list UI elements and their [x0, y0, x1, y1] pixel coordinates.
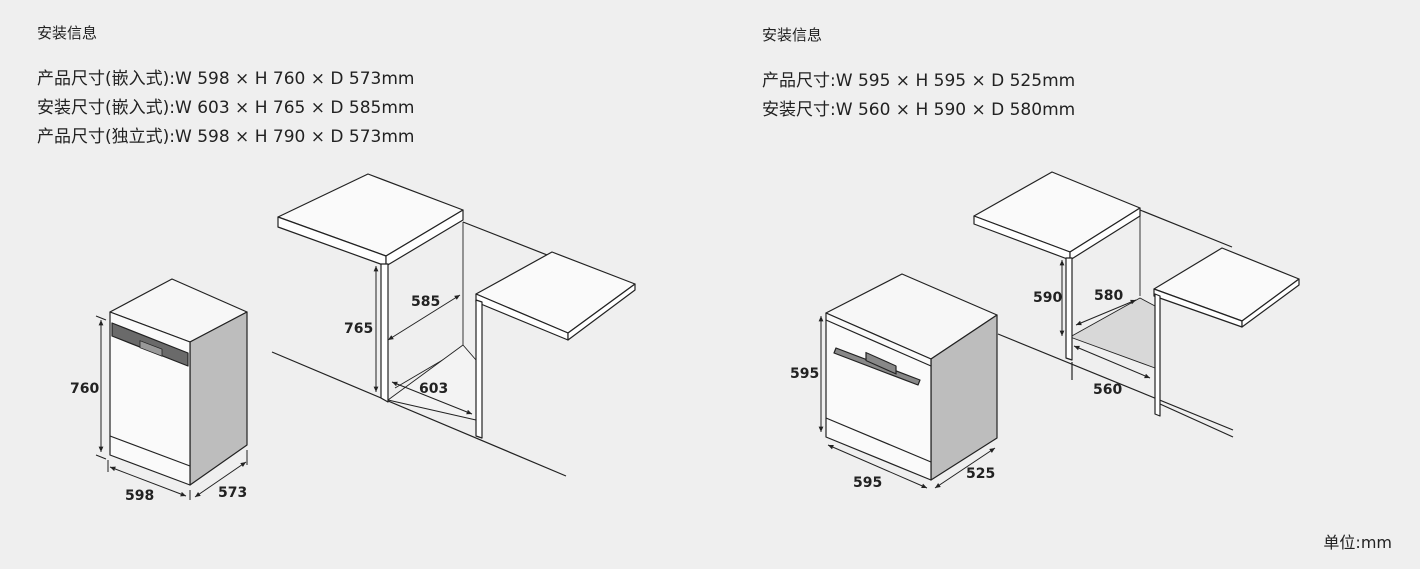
right-niche-height-label: 590: [1033, 290, 1062, 306]
right-niche-depth-label: 580: [1094, 288, 1123, 304]
left-info-block: 安装信息 产品尺寸(嵌入式):W 598 × H 760 × D 573mm 安…: [37, 22, 414, 152]
left-spec-install-builtin: 安装尺寸(嵌入式):W 603 × H 765 × D 585mm: [37, 98, 415, 118]
bi-display: [865, 351, 897, 375]
left-niche-width-label: 603: [419, 381, 448, 397]
left-product-depth-label: 573: [218, 485, 247, 501]
kick-plate-line: [109, 435, 191, 467]
left-freestanding-dishwasher: [109, 278, 248, 486]
display-window: [139, 340, 163, 357]
right-builtin-dishwasher: [825, 273, 998, 481]
left-cabinet-side: [380, 263, 389, 403]
dishwasher-side: [189, 311, 248, 486]
right-product-depth-label: 525: [966, 466, 995, 482]
left-product-dim-lines: [95, 315, 248, 500]
right-niche-width-label: 560: [1093, 382, 1122, 398]
right-info-block: 安装信息 产品尺寸:W 595 × H 595 × D 525mm 安装尺寸:W…: [762, 24, 1075, 125]
left-heading: 安装信息: [37, 24, 98, 42]
left-counter-top: [277, 173, 464, 257]
right-niche: [973, 171, 1300, 438]
r-right-counter-top: [1153, 247, 1300, 322]
left-spec-product-builtin: 产品尺寸(嵌入式):W 598 × H 760 × D 573mm: [37, 69, 415, 89]
left-niche-dim-lines: [373, 266, 473, 415]
right-spec-product: 产品尺寸:W 595 × H 595 × D 525mm: [762, 71, 1076, 91]
r-floor-line: [997, 333, 1234, 431]
left-niche: [271, 173, 636, 477]
right-product-dim-lines: [818, 316, 996, 489]
left-spec-product-freestanding: 产品尺寸(独立式):W 598 × H 790 × D 573mm: [37, 127, 415, 147]
unit-note: 单位:mm: [1323, 533, 1392, 552]
r-left-counter-top: [973, 171, 1141, 253]
floor-line: [271, 351, 567, 477]
r-wall-line: [1139, 209, 1233, 248]
left-niche-height-label: 765: [344, 321, 373, 337]
right-niche-dim-lines: [1059, 260, 1151, 379]
left-niche-depth-label: 585: [411, 294, 440, 310]
right-cabinet-side: [475, 299, 483, 439]
right-product-height-label: 595: [790, 366, 819, 382]
left-product-width-label: 598: [125, 488, 154, 504]
right-heading: 安装信息: [762, 26, 823, 44]
right-counter-top: [475, 251, 636, 334]
right-product-width-label: 595: [853, 475, 882, 491]
left-product-height-label: 760: [70, 381, 99, 397]
right-spec-install: 安装尺寸:W 560 × H 590 × D 580mm: [762, 100, 1076, 120]
